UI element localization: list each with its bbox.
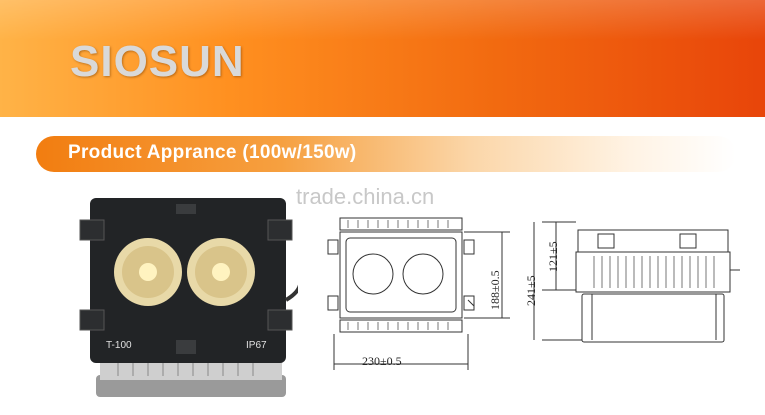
section-title: Product Apprance (100w/150w) (68, 142, 357, 163)
logo-text: SIOSUN (70, 37, 245, 86)
watermark-text: trade.china.cn (296, 184, 435, 209)
side-view-lines (533, 221, 740, 343)
product-photo: T-100 IP67 (78, 190, 303, 405)
brand-logo: SIOSUN (70, 32, 245, 92)
side-partial-dimension: 121±5 (546, 241, 560, 272)
front-height-dimension: 188±0.5 (488, 270, 502, 310)
side-view-drawing: 241±5 121±5 (520, 210, 760, 410)
front-width-dimension: 230±0.5 (362, 354, 402, 368)
model-label: T-100 (106, 340, 132, 351)
side-total-dimension: 241±5 (524, 275, 538, 306)
product-illustration (79, 198, 303, 397)
header-banner: SIOSUN (0, 0, 765, 117)
front-view-lines (327, 217, 510, 370)
front-view-drawing: 230±0.5 188±0.5 (318, 210, 518, 410)
section-banner: Product Apprance (100w/150w) (36, 136, 736, 172)
ip-rating-label: IP67 (246, 340, 267, 351)
